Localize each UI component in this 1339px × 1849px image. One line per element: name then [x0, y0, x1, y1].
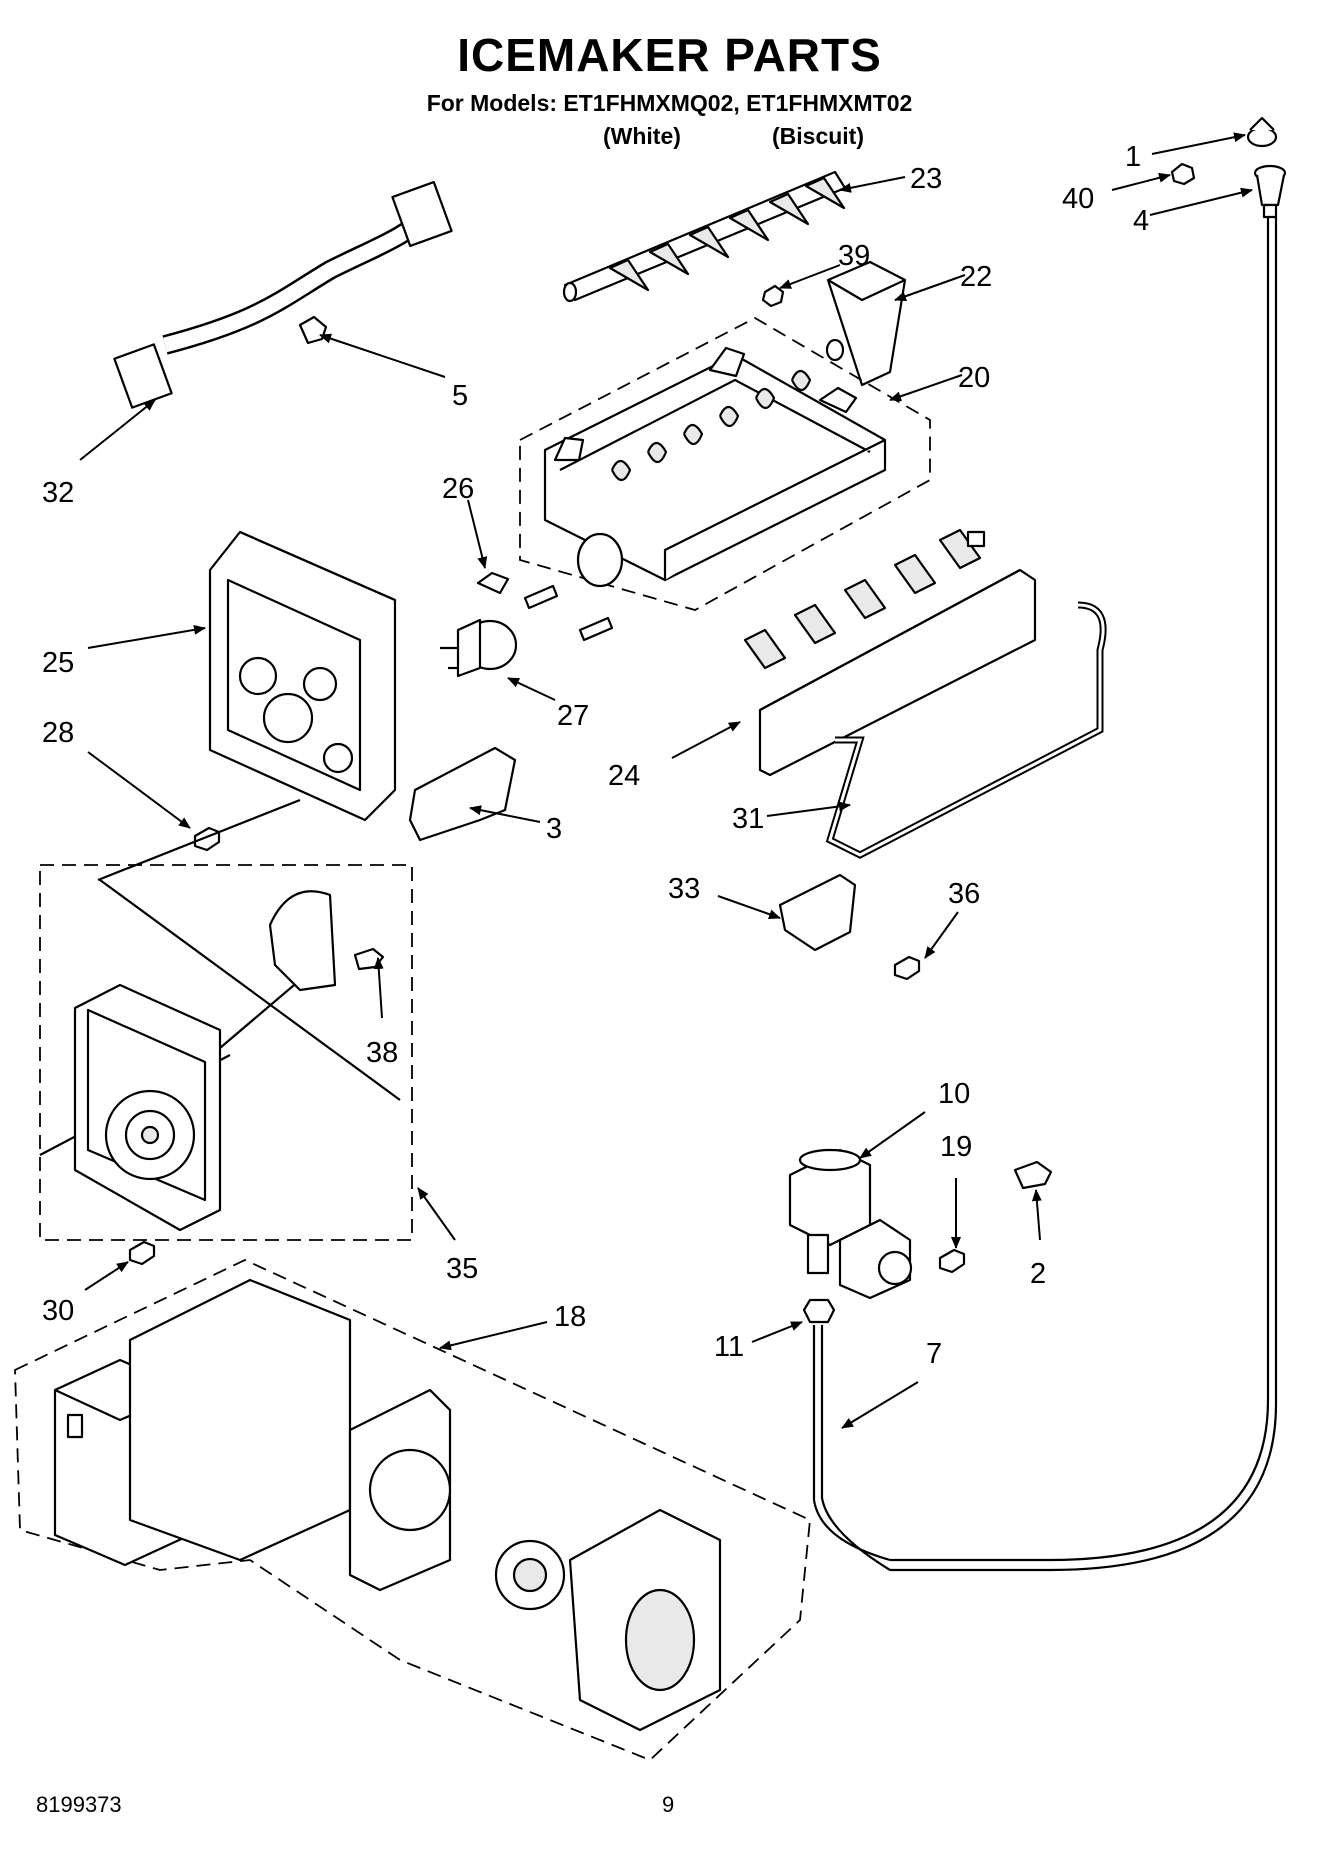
callout-30: 30	[42, 1295, 74, 1327]
model-list: For Models: ET1FHMXMQ02, ET1FHMXMT02	[426, 90, 913, 116]
fan-assembly-part	[53, 1278, 722, 1732]
leader-arrows	[79, 132, 1253, 1429]
callout-1: 1	[1125, 141, 1141, 173]
document-number: 8199373	[36, 1792, 122, 1817]
screw-19	[938, 1248, 966, 1274]
callout-18: 18	[554, 1301, 586, 1333]
callout-28: 28	[42, 717, 74, 749]
callout-20: 20	[958, 362, 990, 394]
page-number: 9	[662, 1792, 675, 1817]
callout-labels: 1 40 4 23 39 22 20 5 32 26 25 27 24 28 3…	[42, 141, 1149, 1370]
callout-38: 38	[366, 1037, 398, 1069]
screw-36	[893, 955, 921, 981]
callout-32: 32	[42, 477, 74, 509]
screw-39	[761, 284, 785, 308]
water-valve-part	[788, 1148, 913, 1300]
ice-mold-part	[523, 346, 887, 642]
ejector-arm-part	[562, 170, 847, 303]
callout-25: 25	[42, 647, 74, 679]
water-tube-long	[890, 217, 1270, 1562]
callout-24: 24	[608, 760, 640, 792]
callout-22: 22	[960, 261, 992, 293]
callout-4: 4	[1133, 205, 1149, 237]
shield-part	[408, 746, 517, 842]
stripper-part	[743, 528, 1037, 777]
callout-40: 40	[1062, 183, 1094, 215]
page-title: ICEMAKER PARTS	[457, 29, 882, 81]
thermostat-clip-part	[476, 571, 510, 595]
callout-39: 39	[838, 240, 870, 272]
callout-7: 7	[926, 1338, 942, 1370]
callout-33: 33	[668, 873, 700, 905]
callout-10: 10	[938, 1078, 970, 1110]
control-housing-part	[208, 530, 397, 822]
wiring-harness-part	[113, 180, 453, 409]
callout-36: 36	[948, 878, 980, 910]
callout-5: 5	[452, 380, 468, 412]
callout-26: 26	[442, 473, 474, 505]
callout-35: 35	[446, 1253, 478, 1285]
module-group-box	[39, 864, 413, 1241]
control-module-part	[73, 890, 385, 1232]
callout-27: 27	[557, 700, 589, 732]
callout-31: 31	[732, 803, 764, 835]
mold-group-outline	[519, 316, 931, 611]
fill-cup-part	[825, 260, 907, 387]
variant-white-label: (White)	[603, 123, 681, 149]
callout-11: 11	[714, 1331, 744, 1363]
callout-23: 23	[910, 163, 942, 195]
callout-3: 3	[546, 813, 562, 845]
callout-2: 2	[1030, 1258, 1046, 1290]
water-tube-short	[812, 1325, 891, 1562]
thermostat-part	[440, 618, 518, 678]
variant-biscuit-label: (Biscuit)	[772, 123, 864, 149]
nut-part	[802, 1298, 836, 1324]
inlet-fitting-part	[1170, 116, 1287, 219]
clamp-2-part	[1013, 1160, 1053, 1190]
bracket-33-part	[778, 873, 857, 952]
screw-30	[128, 1240, 156, 1266]
callout-19: 19	[940, 1131, 972, 1163]
